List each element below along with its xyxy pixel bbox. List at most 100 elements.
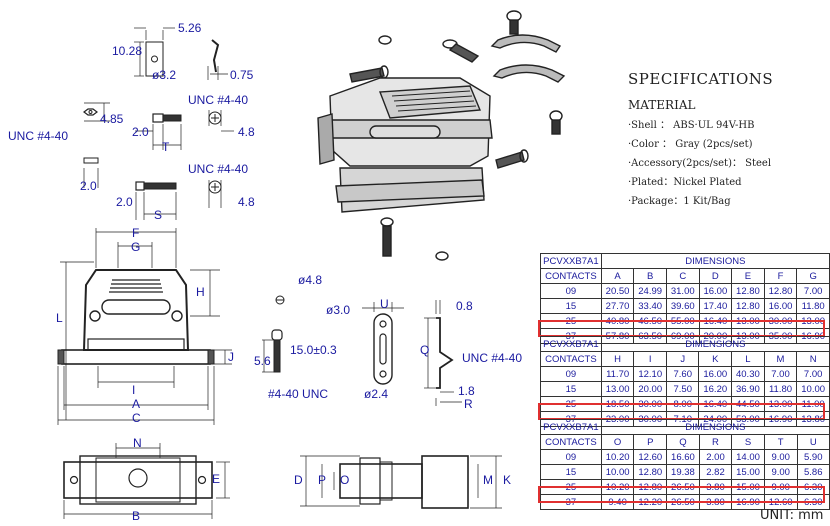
dim-N: N bbox=[133, 436, 142, 450]
dim-O: O bbox=[340, 473, 350, 487]
table-cell: 7.60 bbox=[666, 366, 700, 382]
column-header: L bbox=[731, 351, 765, 367]
screw-side-drawing bbox=[262, 295, 285, 373]
column-header: C bbox=[665, 268, 700, 284]
highlight-box-37-h-n bbox=[538, 403, 825, 420]
model-cell: PCVXXB7A1 bbox=[540, 419, 602, 435]
label-unc-4-40-short-screw: UNC #4-40 bbox=[188, 93, 249, 107]
model-cell: PCVXXB7A1 bbox=[540, 336, 602, 352]
table-cell: 5.86 bbox=[796, 464, 830, 480]
dimensions-header: DIMENSIONS bbox=[600, 253, 830, 269]
dim-K: K bbox=[503, 473, 512, 487]
table-cell: 10.20 bbox=[600, 449, 635, 465]
dimensions-header: DIMENSIONS bbox=[600, 419, 830, 435]
column-header: P bbox=[633, 434, 668, 450]
dim-4-8-dia: ø4.8 bbox=[298, 273, 323, 287]
table-cell: 20.00 bbox=[633, 381, 668, 397]
dim-3-0-dia: ø3.0 bbox=[326, 303, 351, 317]
dimensions-header: DIMENSIONS bbox=[600, 336, 830, 352]
column-header: K bbox=[698, 351, 733, 367]
dim-4-8-short: 4.8 bbox=[238, 125, 255, 139]
assembly-isometric-view bbox=[317, 10, 566, 261]
table-cell: 24.99 bbox=[633, 283, 667, 299]
table-cell: 13.00 bbox=[600, 381, 635, 397]
column-header: H bbox=[600, 351, 635, 367]
dim-A: A bbox=[132, 397, 141, 411]
table-cell: 16.00 bbox=[763, 298, 798, 314]
column-header: U bbox=[796, 434, 830, 450]
column-header: J bbox=[666, 351, 700, 367]
dim-5-26: 5.26 bbox=[178, 21, 202, 35]
column-header: G bbox=[796, 268, 830, 284]
hex-nut-drawing bbox=[83, 102, 110, 122]
spec-item-accessory: ·Accessory(2pcs/set)： Steel bbox=[628, 158, 772, 169]
table-cell: 11.80 bbox=[796, 298, 830, 314]
label-unc-4-40-nut: UNC #4-40 bbox=[8, 129, 69, 143]
table-cell: 39.60 bbox=[665, 298, 700, 314]
dim-15-0: 15.0±0.3 bbox=[290, 343, 337, 357]
column-header: B bbox=[633, 268, 667, 284]
table-cell: 12.80 bbox=[633, 464, 668, 480]
dim-U: U bbox=[380, 297, 389, 311]
dim-2-0-short: 2.0 bbox=[132, 125, 149, 139]
material-heading: MATERIAL bbox=[628, 98, 696, 112]
dim-R: R bbox=[464, 397, 473, 411]
label-unc-4-40-long-screw: UNC #4-40 bbox=[188, 162, 249, 176]
table-cell: 12.60 bbox=[633, 449, 668, 465]
table-cell: 09 bbox=[540, 366, 602, 382]
table-cell: 09 bbox=[540, 283, 602, 299]
dim-D: D bbox=[294, 473, 303, 487]
spec-item-color: ·Color ： Gray (2pcs/set) bbox=[628, 139, 753, 150]
dim-E: E bbox=[212, 472, 221, 486]
shell-bottom-view bbox=[63, 443, 230, 519]
column-header: A bbox=[600, 268, 635, 284]
dim-0-8: 0.8 bbox=[456, 299, 473, 313]
highlight-box-37-o-u bbox=[538, 486, 825, 503]
table-cell: 12.10 bbox=[633, 366, 668, 382]
dim-B: B bbox=[132, 509, 141, 523]
dim-4-85: 4.85 bbox=[100, 112, 124, 126]
table-cell: 15 bbox=[540, 464, 602, 480]
table-cell: 5.90 bbox=[796, 449, 830, 465]
table-cell: 27.70 bbox=[600, 298, 635, 314]
dim-4-8-long: 4.8 bbox=[238, 195, 255, 209]
dim-S: S bbox=[154, 208, 163, 222]
dim-2-4-dia: ø2.4 bbox=[364, 387, 389, 401]
table-cell: 11.70 bbox=[600, 366, 635, 382]
table-cell: 2.82 bbox=[698, 464, 733, 480]
table-cell: 7.00 bbox=[796, 283, 830, 299]
column-header: D bbox=[698, 268, 733, 284]
clip-front-drawing bbox=[362, 302, 404, 385]
highlight-box-37-a-g bbox=[538, 320, 825, 337]
specifications-block: SPECIFICATIONS MATERIAL ·Shell ： ABS·UL … bbox=[628, 70, 773, 211]
dim-H: H bbox=[196, 285, 205, 299]
shell-side-view bbox=[300, 455, 502, 509]
label-4-40-unc: #4-40 UNC bbox=[268, 387, 329, 401]
clip-side-drawing bbox=[424, 300, 462, 406]
column-header: S bbox=[731, 434, 765, 450]
spec-item-shell: ·Shell ： ABS·UL 94V-HB bbox=[628, 120, 755, 131]
spec-item-package: ·Package：1 Kit/Bag bbox=[628, 196, 731, 207]
spec-item-plated: ·Plated：Nickel Plated bbox=[628, 177, 742, 188]
dim-G: G bbox=[131, 240, 141, 254]
dim-3-2: ø3.2 bbox=[152, 68, 177, 82]
table-cell: 12.80 bbox=[731, 298, 765, 314]
table-cell: 31.00 bbox=[665, 283, 700, 299]
table-cell: 19.38 bbox=[666, 464, 700, 480]
table-cell: 10.00 bbox=[796, 381, 830, 397]
table-cell: 7.50 bbox=[666, 381, 700, 397]
table-cell: 20.50 bbox=[600, 283, 635, 299]
column-header: I bbox=[633, 351, 668, 367]
dim-T: T bbox=[162, 140, 170, 154]
dim-M: M bbox=[483, 473, 493, 487]
table-cell: 33.40 bbox=[633, 298, 667, 314]
